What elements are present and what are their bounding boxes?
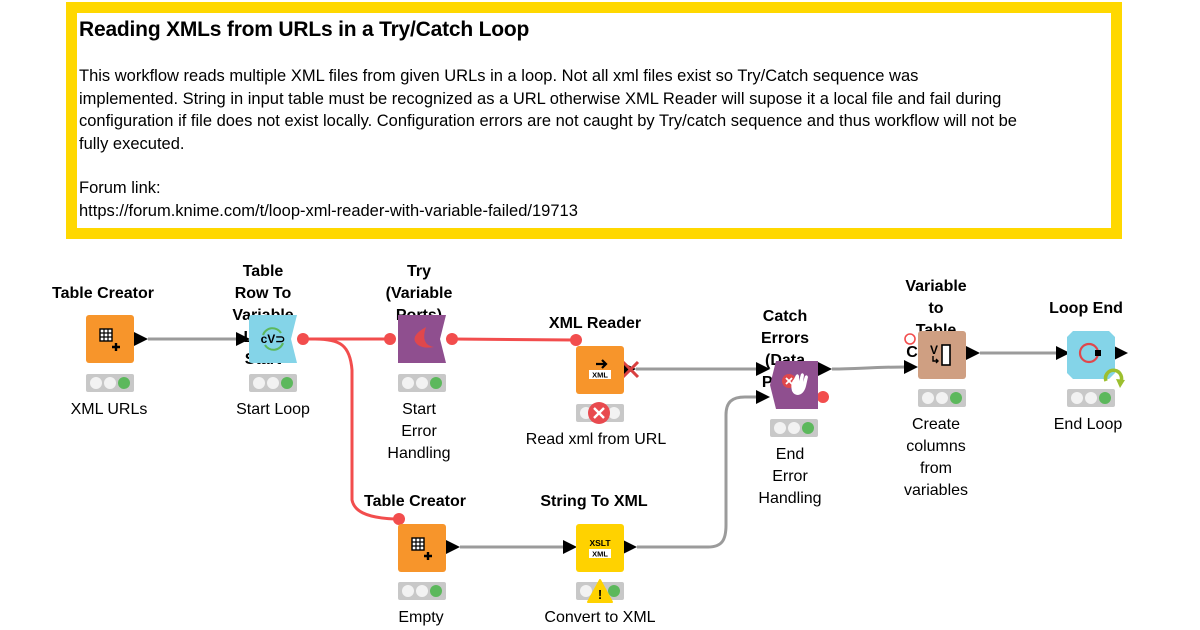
svg-text:cV⊃: cV⊃	[261, 332, 286, 346]
workflow-annotation[interactable]: Reading XMLs from URLs in a Try/Catch Lo…	[66, 2, 1122, 239]
svg-text:V: V	[930, 343, 938, 357]
table-plus-icon[interactable]	[398, 524, 446, 572]
annotation-forum: Forum link: https://forum.knime.com/t/lo…	[79, 177, 578, 222]
node-label[interactable]: Create columns from variables	[903, 416, 969, 499]
error-icon[interactable]	[587, 401, 611, 425]
out-port-tablecreator2[interactable]	[446, 540, 460, 554]
failed-port-x-icon	[621, 360, 640, 379]
loop-end-icon[interactable]	[1067, 331, 1115, 379]
status-traffic-light	[918, 389, 966, 407]
annotation-body: This workflow reads multiple XML files f…	[79, 65, 1109, 155]
in-port-variabletable[interactable]	[904, 360, 918, 374]
table-plus-icon[interactable]	[86, 315, 134, 363]
node-name[interactable]: String To XML	[540, 493, 648, 510]
node-label[interactable]: Start Error Handling	[387, 401, 451, 462]
annotation-line: implemented. String in input table must …	[79, 89, 1002, 108]
annotation-line: This workflow reads multiple XML files f…	[79, 67, 919, 85]
xml-read-icon[interactable]: XML	[576, 346, 624, 394]
svg-text:XSLT: XSLT	[589, 538, 611, 548]
svg-text:XML: XML	[592, 371, 608, 380]
status-traffic-light	[398, 582, 446, 600]
out-port-loopend[interactable]	[1114, 346, 1128, 360]
in-port-catch-1[interactable]	[756, 362, 770, 376]
in-port-loopstart[interactable]	[236, 332, 250, 346]
out-port-variabletable[interactable]	[966, 346, 980, 360]
annotation-title: Reading XMLs from URLs in a Try/Catch Lo…	[79, 18, 530, 41]
connection-try-to-xmlreader[interactable]	[451, 337, 575, 342]
forum-url[interactable]: https://forum.knime.com/t/loop-xml-reade…	[79, 201, 578, 220]
status-traffic-light	[86, 374, 134, 392]
node-label[interactable]: Empty	[398, 609, 444, 626]
variable-loop-icon[interactable]: cV⊃	[249, 315, 297, 363]
status-traffic-light	[398, 374, 446, 392]
xslt-xml-icon[interactable]: XSLT XML	[576, 524, 624, 572]
annotation-line: fully executed.	[79, 134, 185, 153]
connection-loopstart-to-tablecreator2[interactable]	[314, 337, 397, 521]
annotation-line: configuration if file does not exist loc…	[79, 112, 1017, 130]
out-port-stringtoxml[interactable]	[623, 540, 637, 554]
node-name[interactable]: Catch Errors (Data Ports)	[760, 308, 810, 391]
node-name[interactable]: Table Creator	[52, 285, 154, 302]
status-traffic-light	[249, 374, 297, 392]
node-label[interactable]: End Loop	[1053, 416, 1123, 433]
status-traffic-light	[1067, 389, 1115, 407]
in-var-port-xmlreader[interactable]	[570, 334, 582, 346]
node-label[interactable]: Start Loop	[236, 401, 310, 418]
node-label[interactable]: End Error Handling	[758, 446, 822, 507]
in-var-port-try[interactable]	[384, 333, 396, 345]
node-label[interactable]: Convert to XML	[544, 609, 656, 626]
warning-icon[interactable]: !	[586, 578, 614, 604]
connection-stringtoxml-to-catch[interactable]	[637, 395, 758, 549]
in-port-loopend[interactable]	[1056, 346, 1070, 360]
in-var-port-tablecreator2[interactable]	[393, 513, 405, 525]
node-label[interactable]: XML URLs	[70, 401, 148, 418]
variable-column-icon[interactable]: V	[918, 331, 966, 379]
out-var-port-catch[interactable]	[817, 391, 829, 403]
loop-refresh-icon	[1103, 368, 1125, 388]
catch-hand-icon[interactable]	[770, 361, 818, 409]
node-label[interactable]: Read xml from URL	[525, 431, 667, 448]
status-traffic-light	[770, 419, 818, 437]
out-port-tablecreator1[interactable]	[134, 332, 148, 346]
node-name[interactable]: Loop End	[1049, 300, 1123, 317]
out-port-catch[interactable]	[818, 362, 832, 376]
node-name[interactable]: Table Creator	[364, 493, 466, 510]
in-var-port-variabletable-empty[interactable]	[904, 333, 916, 345]
in-port-catch-2[interactable]	[756, 390, 770, 404]
node-name[interactable]: XML Reader	[548, 315, 642, 332]
svg-text:!: !	[598, 587, 602, 602]
out-var-port-try[interactable]	[446, 333, 458, 345]
connection-catch-to-variabletable[interactable]	[831, 365, 907, 371]
in-port-stringtoxml[interactable]	[563, 540, 577, 554]
try-icon[interactable]	[398, 315, 446, 363]
out-var-port-loopstart[interactable]	[297, 333, 309, 345]
forum-label: Forum link:	[79, 179, 161, 197]
svg-text:XML: XML	[592, 550, 608, 559]
